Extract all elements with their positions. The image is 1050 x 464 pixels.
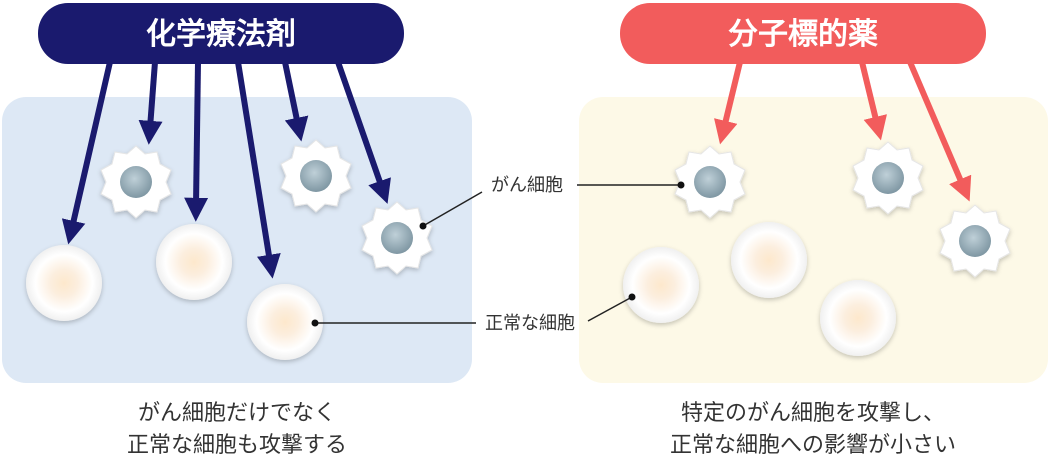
normal-cell xyxy=(731,222,807,298)
chemotherapy-title: 化学療法剤 xyxy=(146,17,296,52)
arrow xyxy=(907,60,972,202)
leader-dots xyxy=(311,181,685,327)
cancer-cells-right xyxy=(674,141,1011,278)
arrow xyxy=(61,61,113,245)
normal-cell-label: 正常な細胞 xyxy=(485,313,575,334)
cancer-cell xyxy=(852,141,924,215)
arrow xyxy=(184,61,209,222)
normal-cells-right xyxy=(623,222,896,356)
chemotherapy-pill xyxy=(38,3,404,64)
arrow xyxy=(714,61,743,145)
arrow xyxy=(859,61,887,141)
targeted-drug-arrows xyxy=(714,60,972,202)
arrow xyxy=(335,61,391,204)
normal-cell xyxy=(247,284,323,360)
normal-cell xyxy=(623,247,699,323)
normal-cell xyxy=(156,224,232,300)
arrow xyxy=(282,61,309,142)
targeted-drug-pill xyxy=(620,3,986,64)
normal-cells-left xyxy=(26,224,323,360)
cancer-cell xyxy=(361,201,433,275)
arrow xyxy=(235,61,281,279)
normal-cell xyxy=(26,245,102,321)
cancer-cell xyxy=(280,139,352,213)
leader-lines xyxy=(315,184,681,324)
right-caption-line2: 正常な細胞への影響が小さい xyxy=(670,433,956,458)
cancer-cells-left xyxy=(100,139,433,275)
chemotherapy-arrows xyxy=(61,61,391,279)
right-caption-line1: 特定のがん細胞を攻撃し、 xyxy=(681,401,945,426)
cancer-cell-label: がん細胞 xyxy=(491,175,563,196)
normal-cell xyxy=(820,280,896,356)
cancer-cell xyxy=(100,145,172,219)
left-caption-line2: 正常な細胞も攻撃する xyxy=(127,433,347,458)
left-caption-line1: がん細胞だけでなく xyxy=(138,401,336,426)
cancer-cell xyxy=(674,145,746,219)
arrow xyxy=(138,61,163,145)
targeted-drug-title: 分子標的薬 xyxy=(728,17,878,52)
cancer-cell xyxy=(939,204,1011,278)
